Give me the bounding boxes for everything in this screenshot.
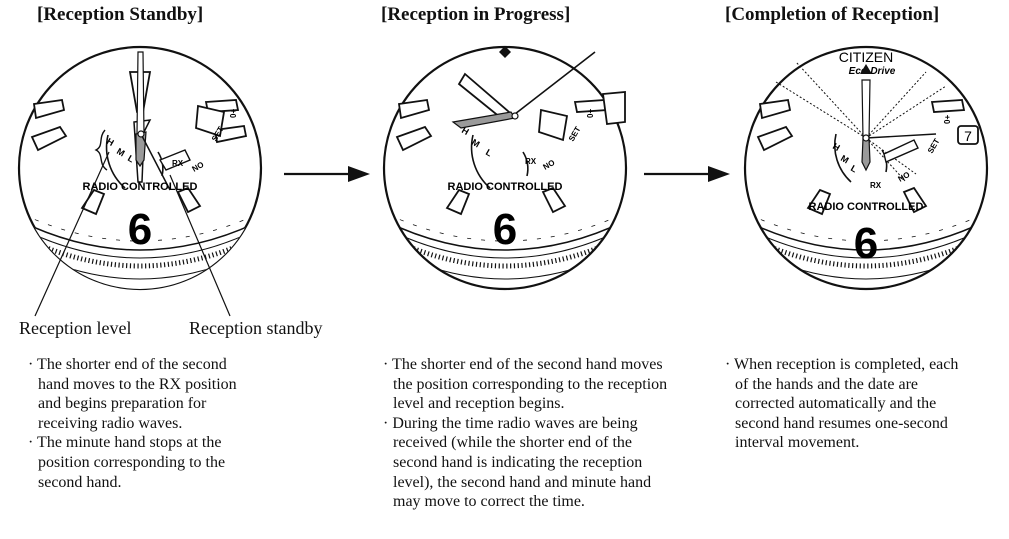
watch-dial-completion: CITIZEN Eco-Drive 7 H M L RX NO SET 0+ xyxy=(743,45,989,291)
citizen-brand: CITIZEN xyxy=(839,49,893,65)
reception-level-label: Reception level xyxy=(19,318,132,338)
description-paragraph: · When reception is completed, each of t… xyxy=(725,356,959,452)
heading-reception-standby: [Reception Standby] xyxy=(37,4,204,25)
description-reception-in-progress: · The shorter end of the second hand mov… xyxy=(383,355,673,512)
level-l-label-3: L xyxy=(849,163,859,175)
arrow-to-completion xyxy=(644,166,730,182)
radio-controlled-label: RADIO CONTROLLED xyxy=(83,181,198,193)
description-reception-standby: · The shorter end of the second hand mov… xyxy=(28,355,240,492)
hour-numeral-3: 6 xyxy=(854,219,878,268)
radio-controlled-label-2: RADIO CONTROLLED xyxy=(448,181,563,193)
level-h-label-2: H xyxy=(460,125,471,137)
date-value: 7 xyxy=(964,128,972,144)
level-m-label: M xyxy=(115,146,126,158)
radio-controlled-label-3: RADIO CONTROLLED xyxy=(809,201,924,213)
level-m-label-2: M xyxy=(470,137,481,149)
level-h-label: H xyxy=(105,136,116,148)
zero-plus-label-3: 0+ xyxy=(943,115,952,124)
level-h-label-3: H xyxy=(831,141,842,153)
zero-plus-label: 0+ xyxy=(229,109,238,118)
watch-dial-reception-standby: H M L RX NO SET 0+ RADIO CONTROLLED 6 xyxy=(17,45,263,291)
callout-lines xyxy=(34,151,231,317)
heading-completion-of-reception: [Completion of Reception] xyxy=(725,4,940,25)
description-paragraph: · The minute hand stops at the position … xyxy=(28,434,226,491)
eco-drive-brand: Eco-Drive xyxy=(849,66,896,77)
watch-dial-reception-in-progress: H M L RX NO SET 0+ RADIO CONTROLLED 6 xyxy=(382,45,628,291)
rx-label-3: RX xyxy=(870,181,882,190)
description-paragraph: · During the time radio waves are being … xyxy=(383,414,652,511)
zero-plus-label-2: 0+ xyxy=(586,109,595,118)
description-paragraph: · The shorter end of the second hand mov… xyxy=(383,356,668,413)
hour-numeral: 6 xyxy=(128,205,152,254)
level-l-label: L xyxy=(126,153,136,165)
hour-numeral-2: 6 xyxy=(493,205,517,254)
description-completion-of-reception: · When reception is completed, each of t… xyxy=(725,355,965,453)
description-paragraph: · The shorter end of the second hand mov… xyxy=(28,356,237,432)
level-m-label-3: M xyxy=(839,153,850,165)
rx-label-2: RX xyxy=(525,157,537,166)
reception-standby-label: Reception standby xyxy=(189,318,323,338)
rx-label: RX xyxy=(172,159,184,168)
arrow-to-in-progress xyxy=(284,166,370,182)
heading-reception-in-progress: [Reception in Progress] xyxy=(381,4,571,25)
date-window xyxy=(957,125,979,145)
level-l-label-2: L xyxy=(484,147,494,159)
